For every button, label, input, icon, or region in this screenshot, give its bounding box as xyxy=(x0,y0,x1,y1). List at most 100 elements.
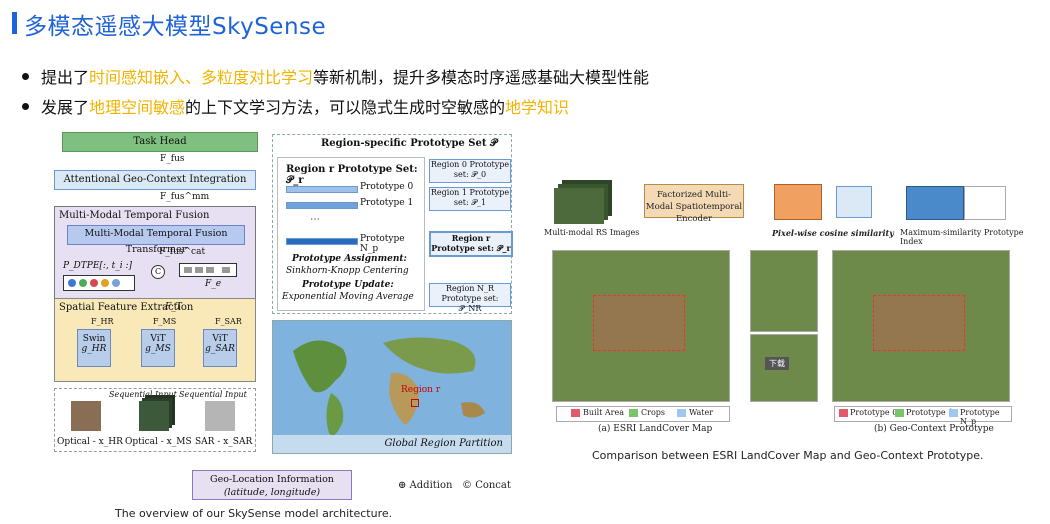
title-accent-bar xyxy=(12,12,17,34)
spatial-feature-title: Spatial Feature Extraction xyxy=(59,302,194,313)
prototype-bar-n xyxy=(286,238,358,245)
feat-sar-label: F_SAR xyxy=(215,317,242,326)
comparison-caption: Comparison between ESRI LandCover Map an… xyxy=(592,449,984,462)
cosine-label: Pixel-wise cosine similarity xyxy=(772,228,894,238)
optical-ms-thumbnail xyxy=(139,401,169,431)
inputs-box: Sequential Input Sequential Input Optica… xyxy=(54,388,256,452)
swin-encoder: Swin g_HR xyxy=(77,329,111,367)
swatch-proto-n xyxy=(949,409,958,417)
caption-b: (b) Geo-Context Prototype xyxy=(874,424,994,434)
bullet-dot xyxy=(22,103,29,110)
region-1-box: Region 1 Prototype set: 𝒫_1 xyxy=(429,187,511,211)
region-r-marker xyxy=(411,399,419,407)
world-map: Region r Global Region Partition xyxy=(272,320,512,454)
prototype-bar-0 xyxy=(286,186,358,193)
f-cat-label: F_fus^cat xyxy=(159,247,206,257)
region-r-box: Region r Prototype set: 𝒫_r xyxy=(429,231,513,257)
task-head-box: Task Head xyxy=(62,132,258,152)
f-t-label: F_T xyxy=(165,302,182,312)
update-value: Exponential Moving Average xyxy=(282,292,414,302)
bullet-dot xyxy=(22,73,29,80)
legend-proto-0: Prototype 0 xyxy=(850,408,898,417)
legend-a: Built Area Crops Water xyxy=(556,406,730,422)
geo-context-integration-box: Attentional Geo-Context Integration xyxy=(54,170,256,190)
input-label-sar: SAR - x_SAR xyxy=(195,437,253,447)
encoder-sub: g_HR xyxy=(81,344,107,354)
sequential-input-label: Sequential Input xyxy=(109,390,177,399)
world-map-graphic xyxy=(293,337,485,436)
feat-hr-label: F_HR xyxy=(91,317,114,326)
swatch-built xyxy=(571,409,580,417)
region-0-box: Region 0 Prototype set: 𝒫_0 xyxy=(429,159,511,183)
architecture-figure: Task Head F_fus Attentional Geo-Context … xyxy=(48,130,514,502)
bullet-2: 发展了地理空间敏感的上下文学习方法，可以隐式生成时空敏感的地学知识 xyxy=(22,94,569,118)
encoder-name: Swin xyxy=(82,334,106,344)
ellipsis: ⋯ xyxy=(310,214,320,225)
geo-title: Geo-Location Information xyxy=(210,474,334,485)
bullet-2-post: 的上下文学习方法，可以隐式生成时空敏感的 xyxy=(185,98,506,117)
update-title: Prototype Update: xyxy=(302,280,394,290)
f-fus-label: F_fus xyxy=(160,154,185,164)
maxsim-label: Maximum-similarity Prototype Index xyxy=(900,228,1024,246)
spatial-feature-box: Spatial Feature Extraction F_T F_HR F_MS… xyxy=(54,298,256,382)
legend-built: Built Area xyxy=(583,408,625,417)
geo-location-box: Geo-Location Information (latitude, long… xyxy=(192,470,352,500)
architecture-caption: The overview of our SkySense model archi… xyxy=(115,507,393,520)
operator-legend: ⊕ Addition © Concat xyxy=(398,480,511,491)
encoder-sub: g_SAR xyxy=(205,344,235,354)
concat-legend: © Concat xyxy=(462,480,511,491)
sar-thumbnail xyxy=(205,401,235,431)
bullet-1-post: 等新机制，提升多模态时序遥感基础大模型性能 xyxy=(313,68,650,87)
swatch-water xyxy=(677,409,686,417)
encoder-name: ViT xyxy=(212,334,228,344)
prototype-zone xyxy=(873,295,965,351)
bullet-1-highlight: 时间感知嵌入、多粒度对比学习 xyxy=(89,68,314,87)
vit-ms-encoder: ViT g_MS xyxy=(141,329,175,367)
legend-proto-n: Prototype N_p xyxy=(960,408,1000,426)
prototype-label-1: Prototype 1 xyxy=(360,198,414,208)
prototype-set-box: Region-specific Prototype Set 𝒫 Region r… xyxy=(272,134,513,314)
feat-ms-label: F_MS xyxy=(153,317,177,326)
index-map xyxy=(906,186,964,220)
zoom-b-image: 下载 xyxy=(750,334,818,402)
rs-images-label: Multi-modal RS Images xyxy=(544,228,640,237)
prototype-bar-1 xyxy=(286,202,358,209)
p-dtpe-label: P_DTPE[:, t_i :] xyxy=(63,261,133,271)
feature-cube xyxy=(774,184,822,220)
assign-title: Prototype Assignment: xyxy=(292,254,407,264)
addition-legend: ⊕ Addition xyxy=(398,480,453,491)
time-embedding-strip xyxy=(63,275,135,291)
comparison-figure: Multi-modal RS Images Factorized Multi-M… xyxy=(544,178,1024,434)
input-label-ms: Optical - x_MS xyxy=(125,437,192,447)
geo-sub: (latitude, longitude) xyxy=(223,487,321,498)
fusion-transformer-box: Multi-Modal Temporal Fusion Transformer xyxy=(67,225,245,255)
prototype-label-0: Prototype 0 xyxy=(360,182,414,192)
zoom-a-image xyxy=(750,250,818,332)
sequential-input-label-2: Sequential Input xyxy=(179,390,247,399)
encoder-name: ViT xyxy=(150,334,166,344)
esri-map-image xyxy=(552,250,730,402)
swatch-proto-1 xyxy=(895,409,904,417)
swatch-proto-0 xyxy=(839,409,848,417)
prototype-set-title: Region-specific Prototype Set 𝒫 xyxy=(321,138,498,149)
extra-token-strip xyxy=(179,263,237,277)
bullet-2-highlight-2: 地学知识 xyxy=(505,98,570,117)
concat-icon: C xyxy=(151,265,165,279)
prototype-label-n: Prototype N_p xyxy=(360,234,405,254)
built-area-zone xyxy=(593,295,685,351)
temporal-fusion-box: Multi-Modal Temporal Fusion Multi-Modal … xyxy=(54,206,256,300)
input-label-hr: Optical - x_HR xyxy=(57,437,123,447)
geo-context-image xyxy=(832,250,1010,402)
region-r-label: Region r xyxy=(401,385,441,395)
bullet-2-pre: 发展了 xyxy=(41,98,90,117)
region-prototype-title: Region r Prototype Set: 𝒫_r xyxy=(286,164,418,186)
legend-proto-1: Prototype 1 xyxy=(906,408,954,417)
optical-hr-thumbnail xyxy=(71,401,101,431)
swatch-crops xyxy=(629,409,638,417)
region-prototype-set: Region r Prototype Set: 𝒫_r Prototype 0 … xyxy=(277,157,425,311)
encoder-sub: g_MS xyxy=(145,344,171,354)
vit-sar-encoder: ViT g_SAR xyxy=(203,329,237,367)
temporal-fusion-title: Multi-Modal Temporal Fusion xyxy=(59,210,210,221)
legend-crops: Crops xyxy=(641,408,665,417)
download-badge[interactable]: 下载 xyxy=(765,357,789,370)
